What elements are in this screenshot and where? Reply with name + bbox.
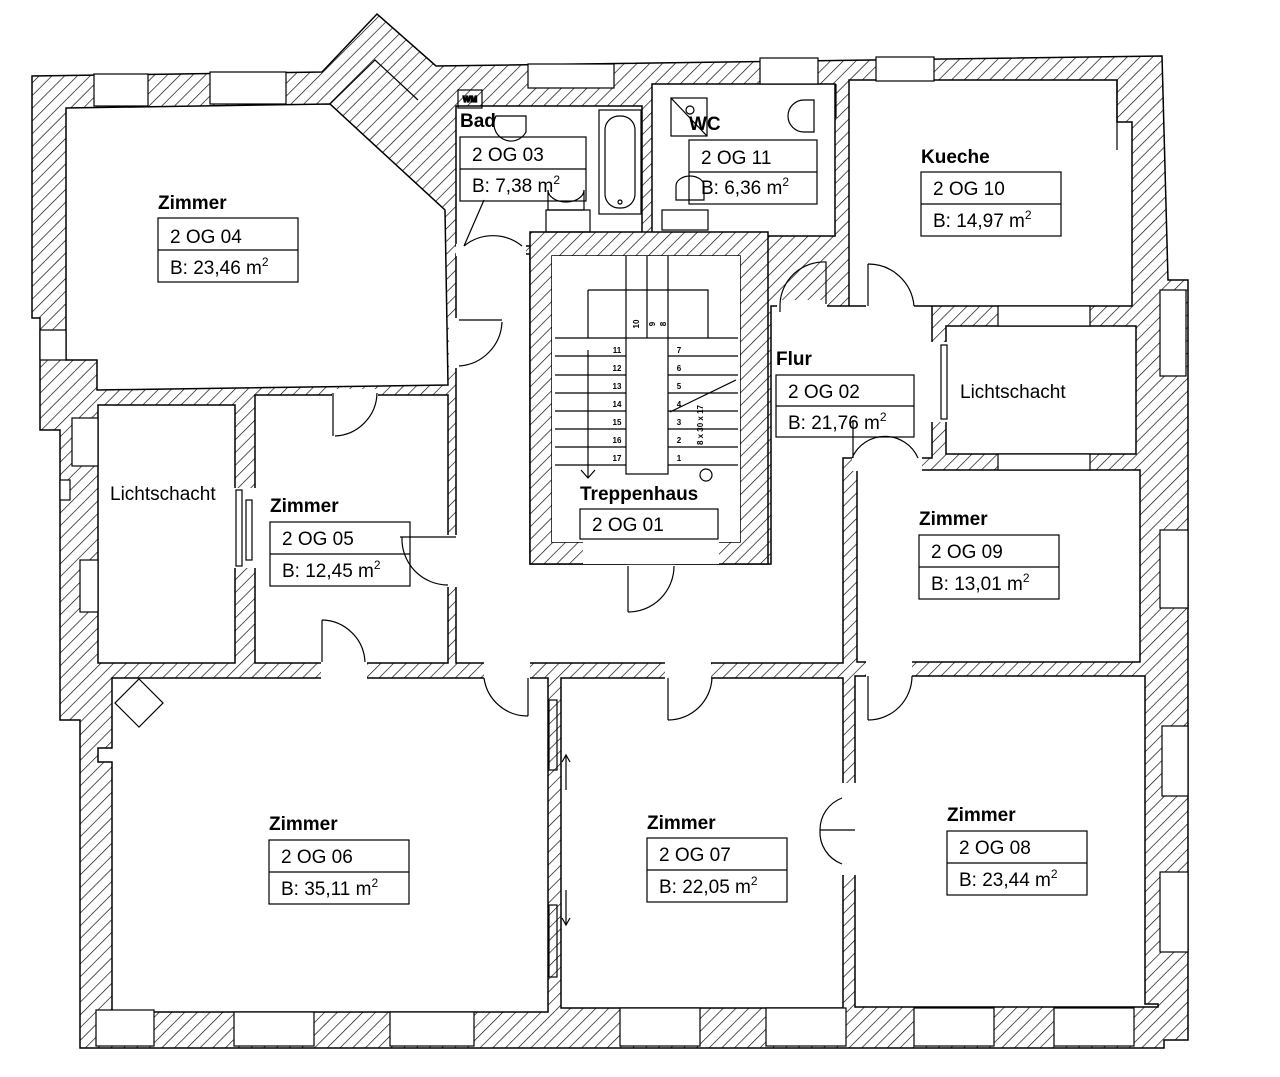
windows bbox=[39, 56, 1189, 1047]
room-code: 2 OG 03 bbox=[472, 145, 544, 166]
room-name: Zimmer bbox=[647, 813, 716, 834]
step-number: 9 bbox=[648, 321, 657, 326]
step-number: 1 bbox=[677, 454, 682, 463]
step-number: 12 bbox=[613, 364, 622, 373]
door bbox=[332, 392, 378, 437]
step-number: 3 bbox=[677, 418, 682, 427]
door bbox=[779, 261, 827, 312]
room-code: 2 OG 10 bbox=[933, 179, 1005, 200]
step-number: 17 bbox=[613, 454, 622, 463]
lightwell-label-right: Lichtschacht bbox=[960, 382, 1066, 403]
room-11: WC 2 OG 11 B: 6,36 m2 bbox=[688, 114, 818, 205]
step-number: 5 bbox=[677, 382, 682, 391]
lightwell-label-left: Lichtschacht bbox=[110, 484, 216, 505]
room-area: B: 12,45 m2 bbox=[282, 558, 381, 582]
step-number: 10 bbox=[632, 319, 641, 328]
step-number: 7 bbox=[677, 346, 682, 355]
stair-dimension: 8 x 30 x 17 bbox=[696, 404, 705, 445]
room-code: 2 OG 01 bbox=[592, 515, 664, 536]
door bbox=[463, 199, 523, 247]
room-name: Zimmer bbox=[947, 805, 1016, 826]
room-06: Zimmer 2 OG 06 B: 35,11 m2 bbox=[268, 814, 410, 905]
room-area: B: 6,36 m2 bbox=[701, 175, 789, 199]
room-labels: Zimmer 2 OG 04 B: 23,46 m2 Bad 2 OG 03 B… bbox=[110, 111, 1088, 905]
step-number: 15 bbox=[613, 418, 622, 427]
step-number: 2 bbox=[677, 436, 682, 445]
room-area: B: 7,38 m2 bbox=[472, 173, 560, 197]
room-name: Kueche bbox=[921, 147, 990, 168]
washing-machine-label: WM bbox=[463, 95, 478, 104]
door bbox=[458, 319, 503, 367]
room-04: Zimmer 2 OG 04 B: 23,46 m2 bbox=[157, 193, 299, 283]
room-code: 2 OG 05 bbox=[282, 529, 354, 550]
room-area: B: 23,44 m2 bbox=[959, 867, 1058, 891]
room-name: Treppenhaus bbox=[580, 484, 698, 505]
room-name: Zimmer bbox=[269, 814, 338, 835]
room-code: 2 OG 06 bbox=[281, 847, 353, 868]
room-area: B: 13,01 m2 bbox=[931, 571, 1030, 595]
door bbox=[867, 675, 913, 721]
door bbox=[483, 677, 529, 717]
room-name: Bad bbox=[460, 111, 496, 132]
room-name: Flur bbox=[776, 349, 812, 370]
room-code: 2 OG 09 bbox=[931, 542, 1003, 563]
room-area: B: 21,76 m2 bbox=[788, 410, 887, 434]
door bbox=[321, 619, 366, 663]
chimney bbox=[114, 678, 164, 728]
room-name: Zimmer bbox=[158, 193, 227, 214]
room-01: Treppenhaus 2 OG 01 bbox=[579, 484, 719, 540]
bathtub-icon bbox=[598, 109, 642, 215]
room-name: Zimmer bbox=[270, 496, 339, 517]
wc-toilet-icon bbox=[675, 175, 705, 201]
step-number: 14 bbox=[613, 400, 622, 409]
door bbox=[400, 536, 456, 586]
washing-machine-icon bbox=[457, 89, 483, 109]
room-area: B: 22,05 m2 bbox=[659, 874, 758, 898]
sliding-door bbox=[548, 699, 558, 771]
room-code: 2 OG 07 bbox=[659, 845, 731, 866]
room-code: 2 OG 02 bbox=[788, 382, 860, 403]
door bbox=[627, 565, 675, 613]
door bbox=[819, 797, 855, 865]
room-02: Flur 2 OG 02 B: 21,76 m2 bbox=[775, 349, 915, 438]
room-code: 2 OG 08 bbox=[959, 838, 1031, 859]
stairwell: 11 12 13 14 15 16 17 7 6 5 4 3 2 1 10 9 … bbox=[529, 231, 769, 565]
bathtub-inner bbox=[604, 115, 636, 209]
room-07: Zimmer 2 OG 07 B: 22,05 m2 bbox=[646, 813, 788, 903]
room-code: 2 OG 11 bbox=[701, 148, 771, 169]
shower-icon bbox=[670, 97, 708, 137]
step-number: 4 bbox=[677, 400, 682, 409]
room-03: Bad 2 OG 03 B: 7,38 m2 bbox=[459, 111, 587, 202]
doors bbox=[114, 59, 1118, 978]
door bbox=[667, 677, 713, 721]
toilet-icon bbox=[547, 189, 585, 211]
step-number: 11 bbox=[613, 346, 622, 355]
room-08: Zimmer 2 OG 08 B: 23,44 m2 bbox=[946, 805, 1088, 896]
stair-step-numbers: 11 12 13 14 15 16 17 7 6 5 4 3 2 1 10 9 … bbox=[613, 319, 705, 463]
washbasin-icon bbox=[493, 115, 527, 142]
door bbox=[867, 263, 915, 307]
room-05: Zimmer 2 OG 05 B: 12,45 m2 bbox=[269, 496, 411, 587]
step-number: 8 bbox=[659, 321, 668, 326]
room-name: Zimmer bbox=[919, 509, 988, 530]
room-09: Zimmer 2 OG 09 B: 13,01 m2 bbox=[918, 509, 1060, 600]
room-name: WC bbox=[689, 114, 721, 135]
room-10: Kueche 2 OG 10 B: 14,97 m2 bbox=[920, 147, 1062, 237]
step-number: 13 bbox=[613, 382, 622, 391]
room-code: 2 OG 04 bbox=[170, 227, 242, 248]
wc-washbasin-icon bbox=[787, 99, 815, 133]
step-number: 16 bbox=[613, 436, 622, 445]
sliding-door bbox=[548, 904, 558, 978]
fixtures: WM bbox=[457, 89, 815, 233]
step-number: 6 bbox=[677, 364, 682, 373]
room-area: B: 35,11 m2 bbox=[281, 876, 378, 900]
room-area: B: 23,46 m2 bbox=[170, 255, 269, 279]
room-area: B: 14,97 m2 bbox=[933, 208, 1032, 232]
